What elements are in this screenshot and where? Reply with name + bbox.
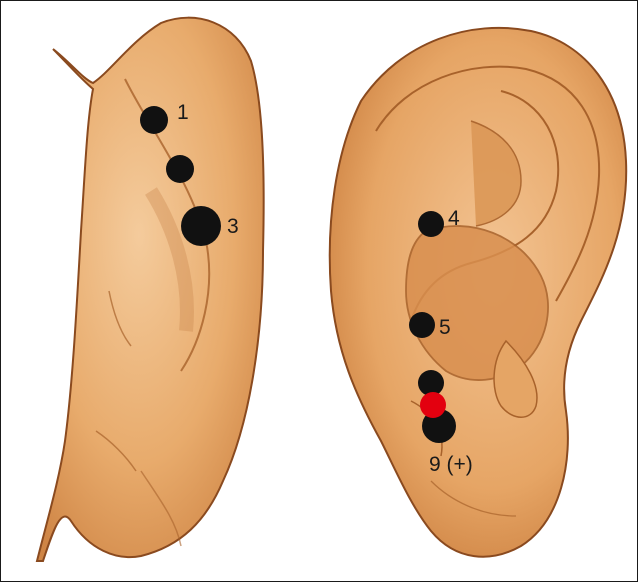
lateral-ear: [330, 28, 626, 557]
label-point-3: 3: [227, 215, 239, 238]
acupoint-5: [409, 312, 435, 338]
posterior-ear-shape: [37, 18, 264, 561]
label-point-9: 9 (+): [429, 453, 473, 476]
label-point-1: 1: [177, 101, 189, 124]
highlight-marker: [420, 392, 446, 418]
acupoint-6: [418, 370, 444, 396]
acupoint-2: [166, 155, 194, 183]
label-point-5: 5: [439, 316, 451, 339]
label-point-4: 4: [448, 207, 460, 230]
acupoint-4: [418, 211, 444, 237]
posterior-ear: [37, 18, 264, 561]
acupoint-3: [181, 206, 221, 246]
acupoint-1: [140, 106, 168, 134]
